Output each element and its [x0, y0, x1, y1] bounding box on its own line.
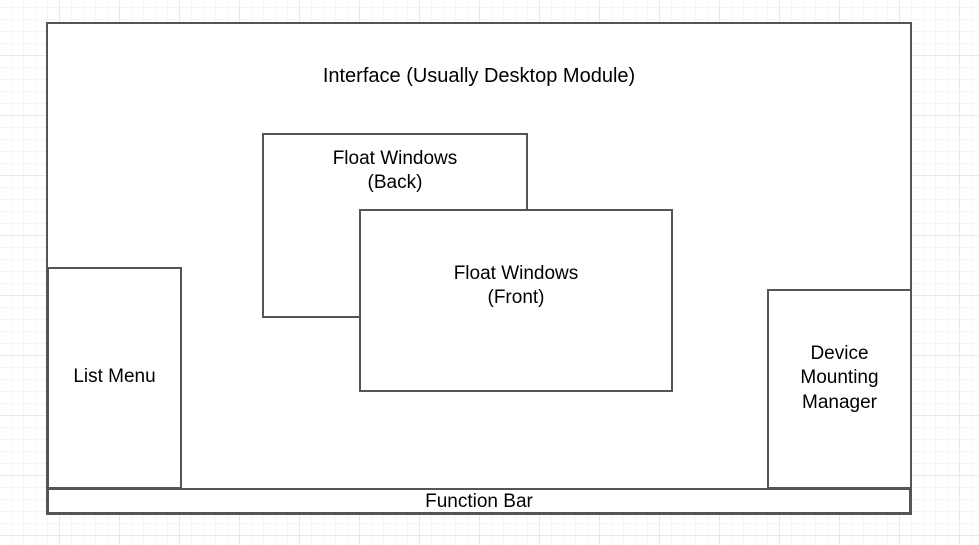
- device-mounting-manager-box[interactable]: Device Mounting Manager: [767, 289, 912, 489]
- float-window-front-box[interactable]: Float Windows (Front): [359, 209, 673, 392]
- list-menu-label: List Menu: [73, 366, 156, 387]
- interface-container-label: Interface (Usually Desktop Module): [322, 65, 636, 87]
- float-window-back-label: Float Windows (Back): [332, 148, 458, 194]
- function-bar-box[interactable]: Function Bar: [47, 488, 911, 514]
- device-mounting-manager-label: Device Mounting Manager: [800, 343, 879, 413]
- function-bar-label: Function Bar: [425, 490, 533, 512]
- float-window-front-label: Float Windows (Front): [453, 263, 579, 309]
- list-menu-box[interactable]: List Menu: [47, 267, 182, 489]
